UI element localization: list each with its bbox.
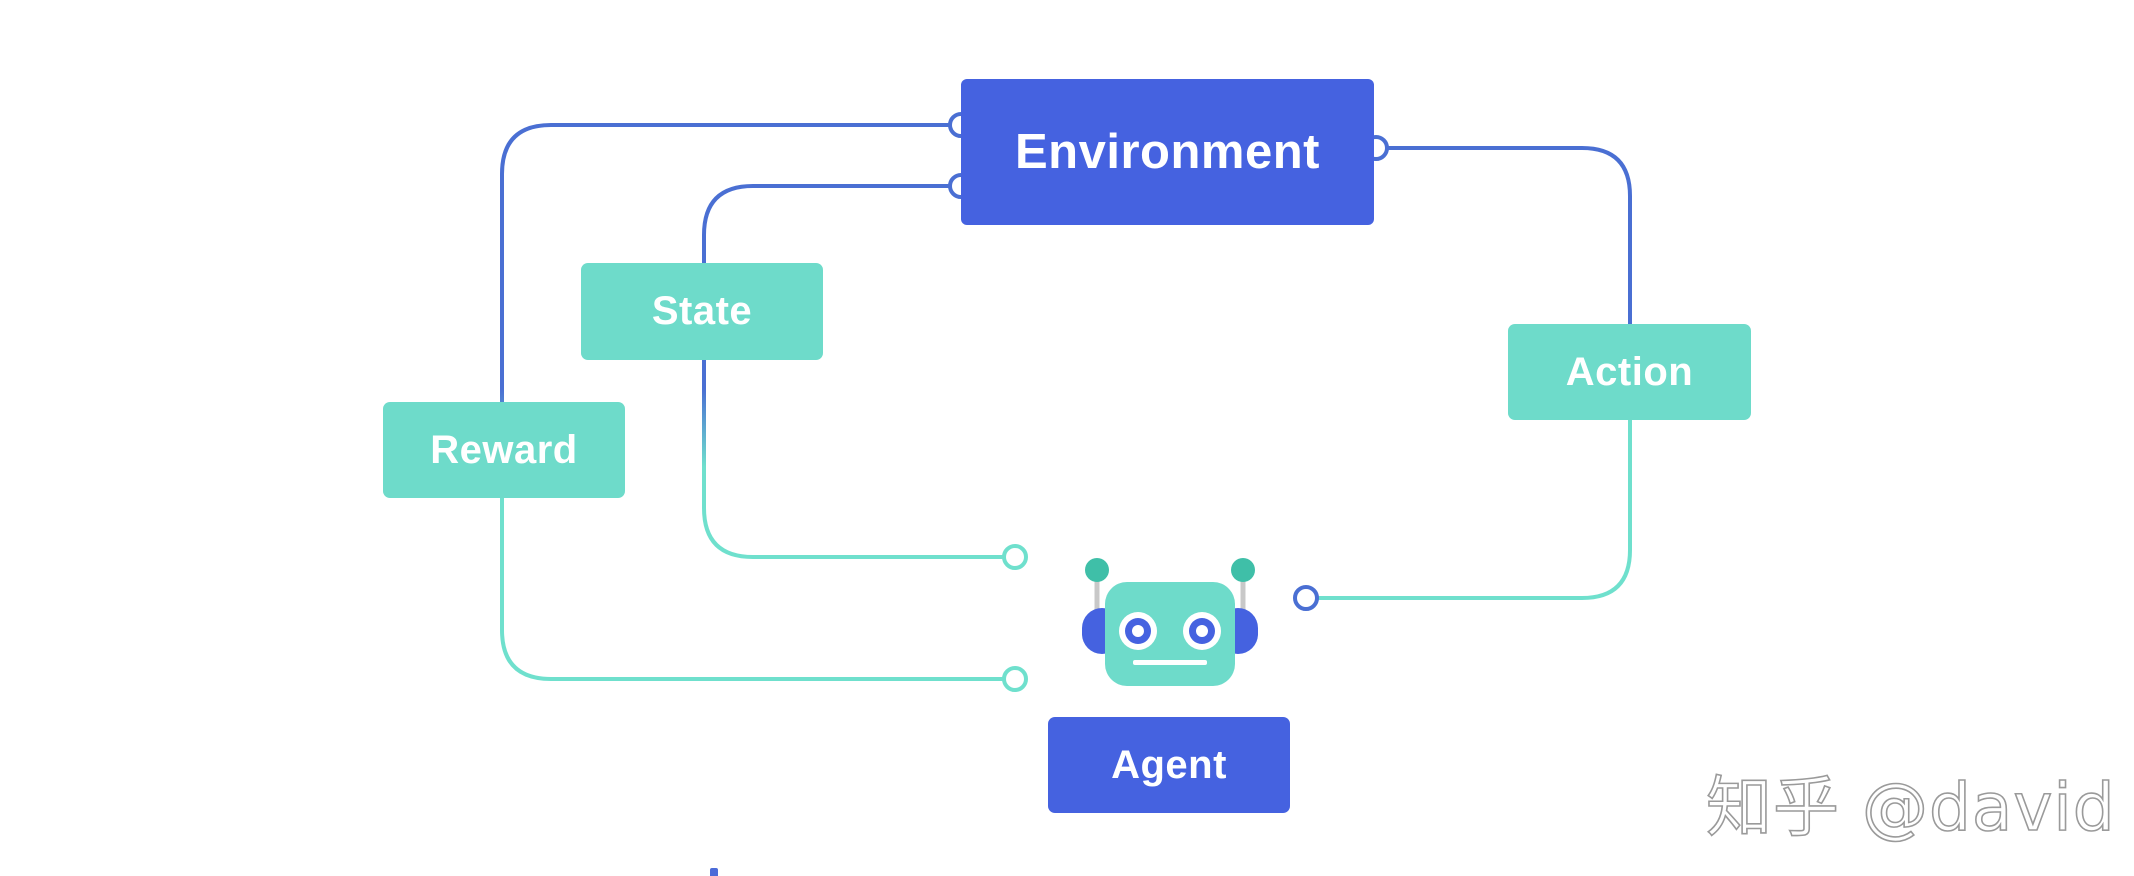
state-connector <box>702 184 1015 559</box>
agent-port-reward <box>1002 666 1028 692</box>
robot-agent-icon <box>1082 558 1258 686</box>
agent-port-state <box>1002 544 1028 570</box>
environment-box: Environment <box>961 79 1374 225</box>
reward-box: Reward <box>383 402 625 498</box>
watermark-text: 知乎 @david <box>1705 768 2116 847</box>
agent-port-action <box>1293 585 1319 611</box>
action-box: Action <box>1508 324 1751 420</box>
state-box: State <box>581 263 823 360</box>
agent-box: Agent <box>1048 717 1290 813</box>
bottom-edge-mark <box>710 868 718 876</box>
